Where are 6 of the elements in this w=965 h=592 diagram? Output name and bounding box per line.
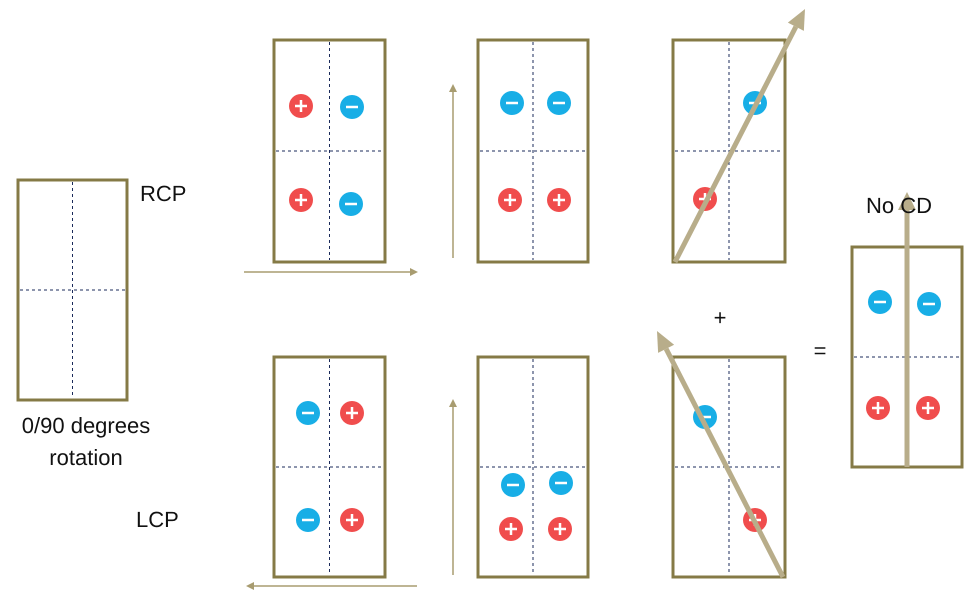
polarization-label: RCP <box>140 180 188 208</box>
rotation-label: 0/90 degrees rotation <box>20 412 152 472</box>
plus-sign: + <box>712 304 728 332</box>
equals-sign: = <box>812 337 828 365</box>
result-label: No CD <box>866 192 934 220</box>
polarization-label: LCP <box>136 506 180 534</box>
